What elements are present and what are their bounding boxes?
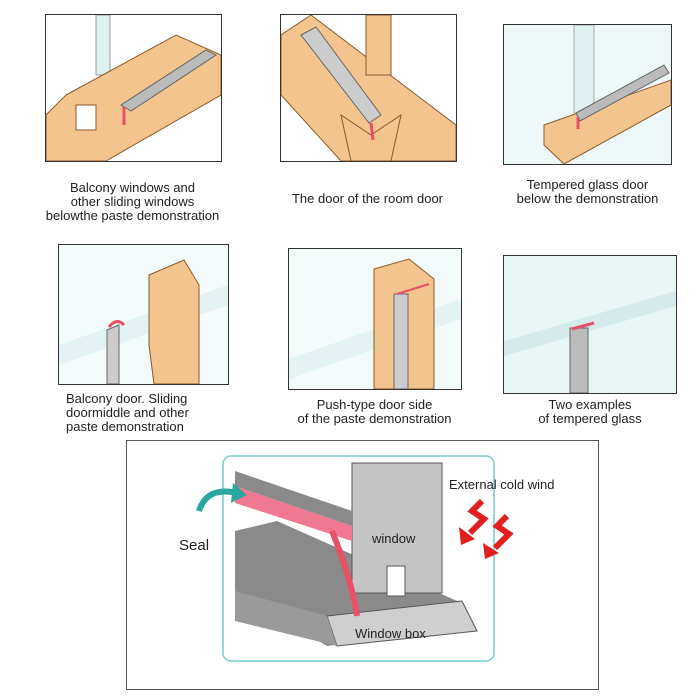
wind-label: External cold wind: [449, 477, 555, 492]
caption-balcony-door: Balcony door. Sliding doormiddle and oth…: [66, 391, 189, 434]
caption-room-door: The door of the room door: [291, 191, 444, 206]
window-box-label: Window box: [355, 626, 426, 641]
tempered-glass-door-illustration: [504, 25, 671, 164]
panel-balcony-window: [45, 14, 222, 162]
balcony-door-illustration: [59, 245, 228, 384]
seal-label: Seal: [179, 537, 210, 554]
panel-push-door: [288, 248, 462, 390]
push-door-illustration: [289, 249, 461, 389]
room-door-illustration: [281, 15, 456, 161]
two-glass-illustration: [504, 256, 676, 393]
panel-tempered-glass-door: [503, 24, 672, 165]
seal-cross-section-diagram: Seal External cold wind window Window bo…: [126, 440, 599, 690]
caption-two-glass: Two examples of tempered glass: [538, 397, 642, 426]
caption-push-door: Push-type door side of the paste demonst…: [297, 397, 452, 426]
window-label: window: [372, 531, 416, 546]
panel-balcony-door: [58, 244, 229, 385]
panel-two-glass: [503, 255, 677, 394]
panel-room-door: [280, 14, 457, 162]
caption-tempered-glass-door: Tempered glass door below the demonstrat…: [516, 177, 659, 206]
caption-balcony-window: Balcony windows and other sliding window…: [45, 180, 220, 223]
balcony-window-illustration: [46, 15, 221, 161]
seal-cross-section-illustration: [196, 455, 514, 662]
